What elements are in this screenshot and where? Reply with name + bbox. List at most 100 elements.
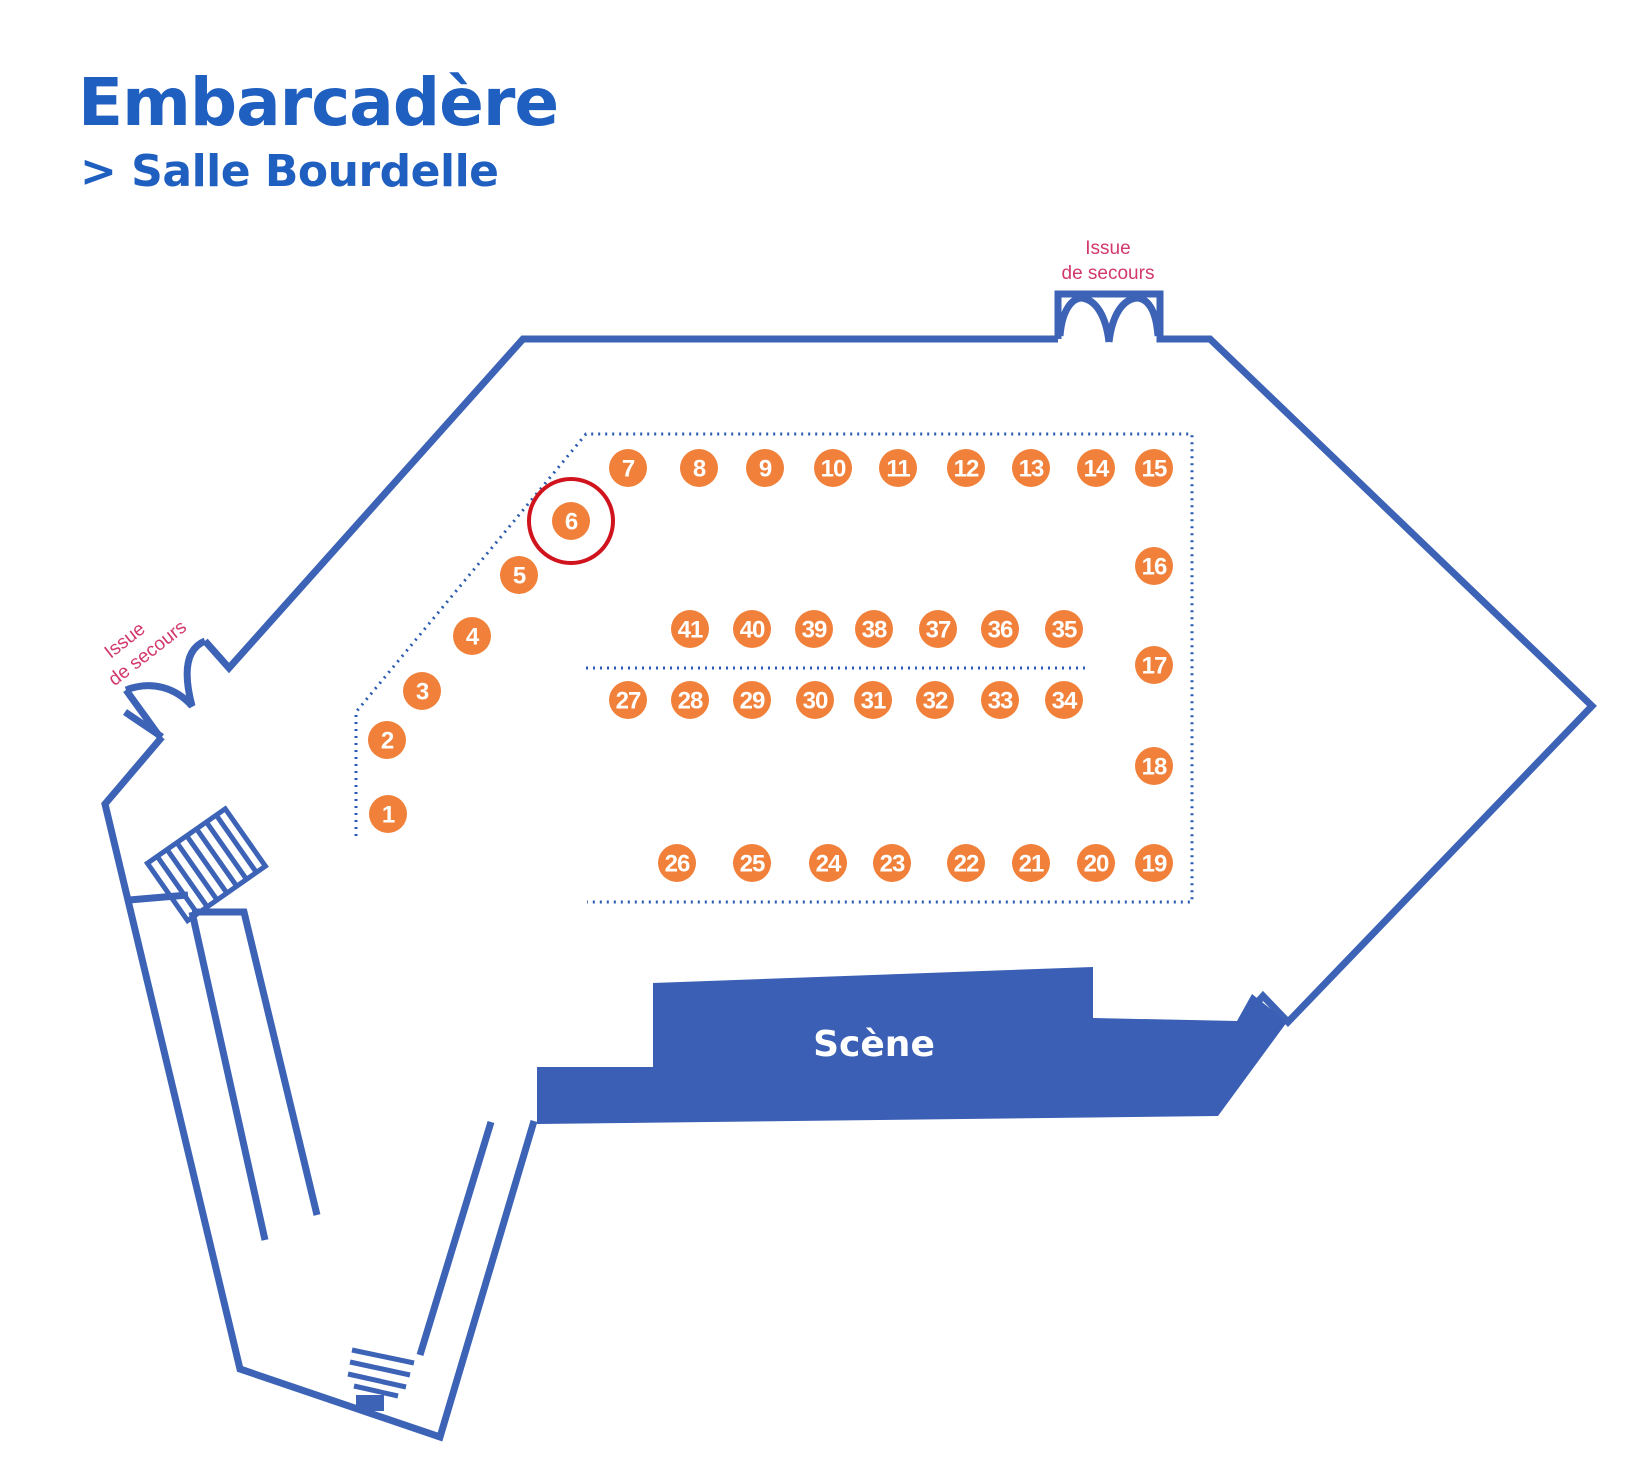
stand-marker-icon [795, 610, 833, 648]
stand-10[interactable]: 10 [814, 449, 852, 487]
stand-31[interactable]: 31 [854, 681, 892, 719]
stand-marker-icon [453, 617, 491, 655]
stand-number: 23 [880, 851, 905, 878]
stand-number: 12 [954, 456, 979, 483]
svg-text:de secours: de secours [1062, 263, 1155, 284]
stand-30[interactable]: 30 [796, 681, 834, 719]
stand-21[interactable]: 21 [1012, 844, 1050, 882]
stand-17[interactable]: 17 [1135, 646, 1173, 684]
stand-number: 4 [466, 624, 480, 651]
stand-marker-icon [1077, 844, 1115, 882]
stand-2[interactable]: 2 [368, 721, 406, 759]
stand-marker-icon [1135, 646, 1173, 684]
page-subtitle: > Salle Bourdelle [80, 146, 499, 197]
room-walls [101, 290, 1597, 1442]
stand-number: 11 [886, 456, 910, 483]
stand-29[interactable]: 29 [733, 681, 771, 719]
stand-number: 33 [988, 688, 1013, 715]
stand-15[interactable]: 15 [1135, 449, 1173, 487]
stand-1[interactable]: 1 [369, 795, 407, 833]
stand-marker-icon [879, 449, 917, 487]
stand-14[interactable]: 14 [1077, 449, 1115, 487]
stand-number: 2 [381, 728, 394, 755]
stand-marker-icon [1012, 449, 1050, 487]
stand-number: 38 [862, 617, 887, 644]
stand-number: 39 [802, 617, 827, 644]
stand-32[interactable]: 32 [916, 681, 954, 719]
stand-marker-icon [733, 610, 771, 648]
stand-28[interactable]: 28 [671, 681, 709, 719]
stand-41[interactable]: 41 [671, 610, 709, 648]
stand-number: 5 [513, 563, 526, 590]
stand-18[interactable]: 18 [1135, 747, 1173, 785]
stand-number: 24 [816, 851, 842, 878]
stand-number: 25 [740, 851, 765, 878]
stand-24[interactable]: 24 [809, 844, 847, 882]
stand-marker-icon [796, 681, 834, 719]
stand-7[interactable]: 7 [609, 449, 647, 487]
stand-number: 8 [693, 456, 706, 483]
stand-marker-icon [680, 449, 718, 487]
stand-number: 9 [759, 456, 772, 483]
stand-number: 29 [740, 688, 765, 715]
stand-marker-icon [671, 610, 709, 648]
stand-marker-icon [369, 795, 407, 833]
stand-number: 31 [861, 688, 886, 715]
stand-33[interactable]: 33 [981, 681, 1019, 719]
stand-number: 37 [926, 617, 951, 644]
stand-number: 21 [1019, 851, 1044, 878]
stand-40[interactable]: 40 [733, 610, 771, 648]
stand-number: 36 [988, 617, 1013, 644]
stand-3[interactable]: 3 [403, 672, 441, 710]
stand-12[interactable]: 12 [947, 449, 985, 487]
stand-number: 35 [1052, 617, 1077, 644]
stand-25[interactable]: 25 [733, 844, 771, 882]
stand-number: 1 [382, 802, 395, 829]
stand-number: 27 [616, 688, 641, 715]
stand-19[interactable]: 19 [1135, 844, 1173, 882]
stand-marker-icon [368, 721, 406, 759]
stand-27[interactable]: 27 [609, 681, 647, 719]
stand-marker-icon [981, 610, 1019, 648]
stand-marker-icon [947, 844, 985, 882]
stand-36[interactable]: 36 [981, 610, 1019, 648]
stand-number: 3 [416, 679, 429, 706]
stand-35[interactable]: 35 [1045, 610, 1083, 648]
stand-38[interactable]: 38 [855, 610, 893, 648]
stand-marker-icon [854, 681, 892, 719]
stand-number: 40 [740, 617, 765, 644]
stand-marker-icon [814, 449, 852, 487]
stand-34[interactable]: 34 [1045, 681, 1083, 719]
stand-marker-icon [1012, 844, 1050, 882]
stand-22[interactable]: 22 [947, 844, 985, 882]
stand-number: 22 [954, 851, 979, 878]
stand-20[interactable]: 20 [1077, 844, 1115, 882]
stand-8[interactable]: 8 [680, 449, 718, 487]
stand-11[interactable]: 11 [879, 449, 917, 487]
stand-6[interactable]: 6 [552, 502, 590, 540]
stand-marker-icon [1135, 449, 1173, 487]
stand-marker-icon [1045, 681, 1083, 719]
stand-9[interactable]: 9 [746, 449, 784, 487]
stand-number: 7 [622, 456, 635, 483]
stand-marker-icon [1045, 610, 1083, 648]
stand-13[interactable]: 13 [1012, 449, 1050, 487]
stand-23[interactable]: 23 [873, 844, 911, 882]
stand-39[interactable]: 39 [795, 610, 833, 648]
stand-marker-icon [609, 449, 647, 487]
exit-door-top-icon [1056, 294, 1162, 343]
stand-marker-icon [609, 681, 647, 719]
stand-number: 32 [923, 688, 948, 715]
stand-marker-icon [658, 844, 696, 882]
stand-26[interactable]: 26 [658, 844, 696, 882]
stand-marker-icon [500, 556, 538, 594]
stand-number: 16 [1142, 554, 1167, 581]
stand-number: 18 [1142, 754, 1167, 781]
stand-marker-icon [947, 449, 985, 487]
stand-4[interactable]: 4 [453, 617, 491, 655]
stand-37[interactable]: 37 [919, 610, 957, 648]
stand-16[interactable]: 16 [1135, 547, 1173, 585]
stand-5[interactable]: 5 [500, 556, 538, 594]
stand-number: 20 [1084, 851, 1109, 878]
